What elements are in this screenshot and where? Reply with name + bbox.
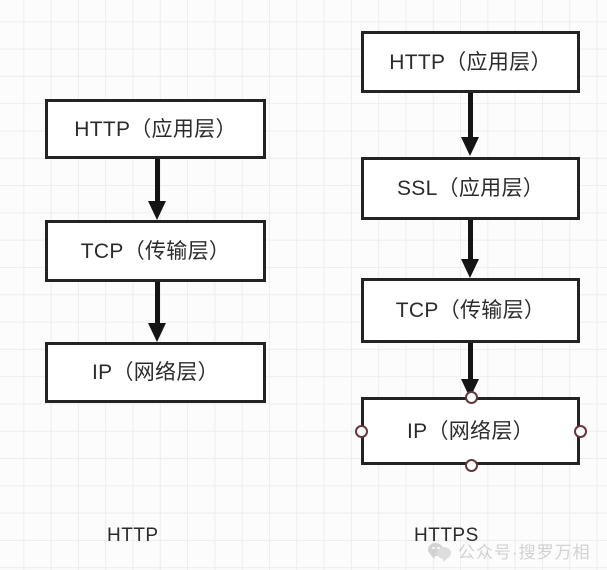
arrowhead-icon bbox=[148, 323, 166, 342]
node-https-app-layer[interactable]: HTTP（应用层） bbox=[361, 31, 580, 93]
connection-handle-right[interactable] bbox=[573, 424, 587, 438]
edge-shaft bbox=[155, 282, 160, 325]
node-https-ip-layer[interactable]: IP（网络层） bbox=[361, 397, 580, 465]
edge-http-tcp-to-ip[interactable] bbox=[148, 282, 166, 342]
edge-shaft bbox=[155, 159, 160, 203]
node-label: SSL（应用层） bbox=[396, 177, 545, 200]
node-https-tcp-layer[interactable]: TCP（传输层） bbox=[361, 278, 580, 343]
edge-shaft bbox=[468, 93, 473, 139]
node-label: TCP（传输层） bbox=[395, 299, 546, 322]
node-label: IP（网络层） bbox=[92, 361, 219, 384]
node-label: HTTP（应用层） bbox=[389, 50, 552, 74]
arrowhead-icon bbox=[461, 137, 479, 156]
node-label: IP（网络层） bbox=[407, 419, 534, 443]
arrowhead-icon bbox=[461, 259, 479, 278]
node-http-ip-layer[interactable]: IP（网络层） bbox=[45, 342, 266, 403]
column-label-https: HTTPS bbox=[414, 525, 479, 546]
edge-http-app-to-tcp[interactable] bbox=[148, 159, 166, 220]
node-label: TCP（传输层） bbox=[80, 239, 231, 263]
edge-shaft bbox=[468, 220, 473, 261]
arrowhead-icon bbox=[148, 201, 166, 220]
edge-https-http-to-ssl[interactable] bbox=[461, 93, 479, 157]
connection-handle-bottom[interactable] bbox=[464, 458, 478, 472]
node-http-app-layer[interactable]: HTTP（应用层） bbox=[45, 99, 266, 159]
node-http-tcp-layer[interactable]: TCP（传输层） bbox=[45, 220, 266, 282]
node-label: HTTP（应用层） bbox=[74, 117, 237, 141]
column-label-http: HTTP bbox=[107, 525, 159, 546]
connection-handle-top[interactable] bbox=[464, 390, 478, 404]
node-https-ssl-layer[interactable]: SSL（应用层） bbox=[361, 157, 580, 220]
edge-https-tcp-to-ip[interactable] bbox=[461, 343, 479, 398]
edge-shaft bbox=[468, 343, 473, 381]
edge-https-ssl-to-tcp[interactable] bbox=[461, 220, 479, 278]
connection-handle-left[interactable] bbox=[354, 424, 368, 438]
